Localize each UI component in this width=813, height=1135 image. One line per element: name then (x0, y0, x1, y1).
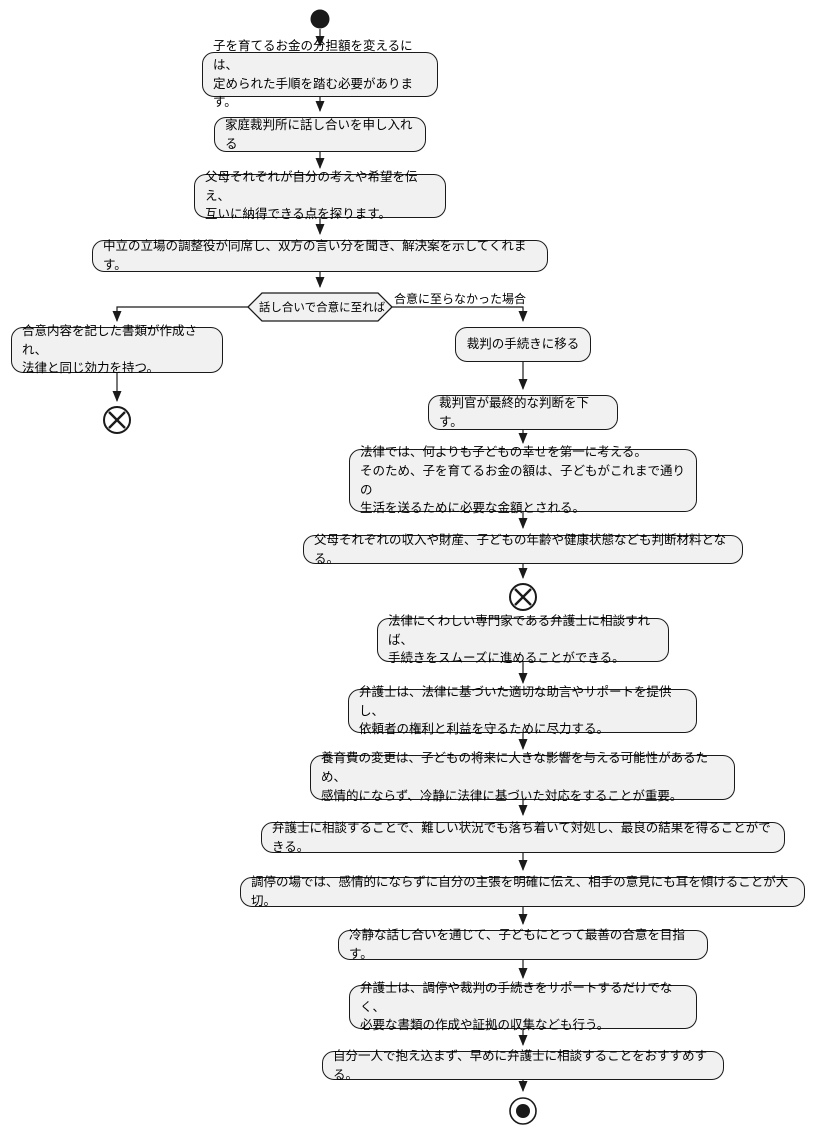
activity-text: 家庭裁判所に話し合いを申し入れる (225, 116, 413, 151)
activity-judgment-factors: 父母それぞれの収入や財産、子どもの年齢や健康状態なども判断材料となる。 (303, 532, 743, 566)
flow-end-icon-right (509, 583, 537, 611)
activity-text: 弁護士は、法律に基づいた適切な助言やサポートを提供し、 依頼者の権利と利益を守る… (359, 683, 672, 737)
final-node-icon (509, 1097, 537, 1125)
activity-apply-family-court: 家庭裁判所に話し合いを申し入れる (214, 117, 426, 152)
flow-end-icon-left (103, 406, 131, 434)
activity-text: 裁判官が最終的な判断を下す。 (439, 394, 590, 429)
activity-text: 養育費の変更は、子どもの将来に大きな影響を与える可能性があるため、 感情的になら… (321, 750, 709, 803)
activity-text: 父母それぞれの収入や財産、子どもの年齢や健康状態なども判断材料となる。 (314, 531, 727, 566)
activity-text: 合意内容を記した書類が作成され、 法律と同じ効力を持つ。 (22, 322, 198, 376)
activity-text: 調停の場では、感情的にならずに自分の主張を明確に伝え、相手の意見にも耳を傾けるこ… (251, 874, 789, 908)
activity-calm-legal-response: 養育費の変更は、子どもの将来に大きな影響を与える可能性があるため、 感情的になら… (310, 750, 735, 803)
activity-best-agreement: 冷静な話し合いを通じて、子どもにとって最善の合意を目指す。 (338, 927, 708, 961)
activity-early-consultation: 自分一人で抱え込まず、早めに弁護士に相談することをおすすめする。 (322, 1048, 724, 1082)
activity-mediator: 中立の立場の調整役が同席し、双方の言い分を聞き、解決案を示してくれます。 (92, 238, 548, 272)
activity-lawyer-support: 弁護士は、法律に基づいた適切な助言やサポートを提供し、 依頼者の権利と利益を守る… (348, 684, 697, 736)
flow-arrows (112, 29, 528, 1092)
start-node-icon (310, 9, 330, 29)
activity-text: 法律では、何よりも子どもの幸せを第一に考える。 そのため、子を育てるお金の額は、… (360, 444, 686, 516)
activity-consult-lawyer: 法律にくわしい専門家である弁護士に相談すれば、 手続きをスムーズに進めることがで… (377, 613, 669, 665)
decision-hexagon (247, 292, 393, 322)
activity-judge-decision: 裁判官が最終的な判断を下す。 (428, 395, 618, 430)
activity-text: 自分一人で抱え込まず、早めに弁護士に相談することをおすすめする。 (333, 1047, 708, 1082)
activity-document-evidence: 弁護士は、調停や裁判の手続きをサポートするだけでなく、 必要な書類の作成や証拠の… (349, 980, 697, 1032)
activity-text: 子を育てるお金の分担額を変えるには、 定められた手順を踏む必要があります。 (213, 38, 414, 110)
activity-text: 弁護士は、調停や裁判の手続きをサポートするだけでなく、 必要な書類の作成や証拠の… (360, 979, 673, 1033)
edge-label-no-agreement: 合意に至らなかった場合 (394, 292, 527, 306)
activity-change-procedure: 子を育てるお金の分担額を変えるには、 定められた手順を踏む必要があります。 (202, 38, 438, 109)
activity-mediation-attitude: 調停の場では、感情的にならずに自分の主張を明確に伝え、相手の意見にも耳を傾けるこ… (240, 874, 805, 908)
activity-move-to-trial: 裁判の手続きに移る (455, 327, 591, 362)
activity-text: 弁護士に相談することで、難しい状況でも落ち着いて対処し、最良の結果を得ることがで… (272, 819, 771, 854)
activity-text: 法律にくわしい専門家である弁護士に相談すれば、 手続きをスムーズに進めることがで… (388, 612, 651, 666)
activity-text: 冷静な話し合いを通じて、子どもにとって最善の合意を目指す。 (349, 927, 685, 961)
decision-condition-label: 話し合いで合意に至れば (258, 300, 386, 314)
activity-child-welfare-first: 法律では、何よりも子どもの幸せを第一に考える。 そのため、子を育てるお金の額は、… (349, 444, 697, 515)
activity-agreement-document: 合意内容を記した書類が作成され、 法律と同じ効力を持つ。 (11, 323, 223, 375)
activity-text: 裁判の手続きに移る (466, 336, 580, 352)
activity-text: 中立の立場の調整役が同席し、双方の言い分を聞き、解決案を示してくれます。 (103, 238, 527, 272)
activity-text: 父母それぞれが自分の考えや希望を伝え、 互いに納得できる点を探ります。 (205, 168, 418, 222)
activity-best-results: 弁護士に相談することで、難しい状況でも落ち着いて対処し、最良の結果を得ることがで… (261, 820, 785, 854)
activity-parents-discussion: 父母それぞれが自分の考えや希望を伝え、 互いに納得できる点を探ります。 (194, 169, 446, 221)
